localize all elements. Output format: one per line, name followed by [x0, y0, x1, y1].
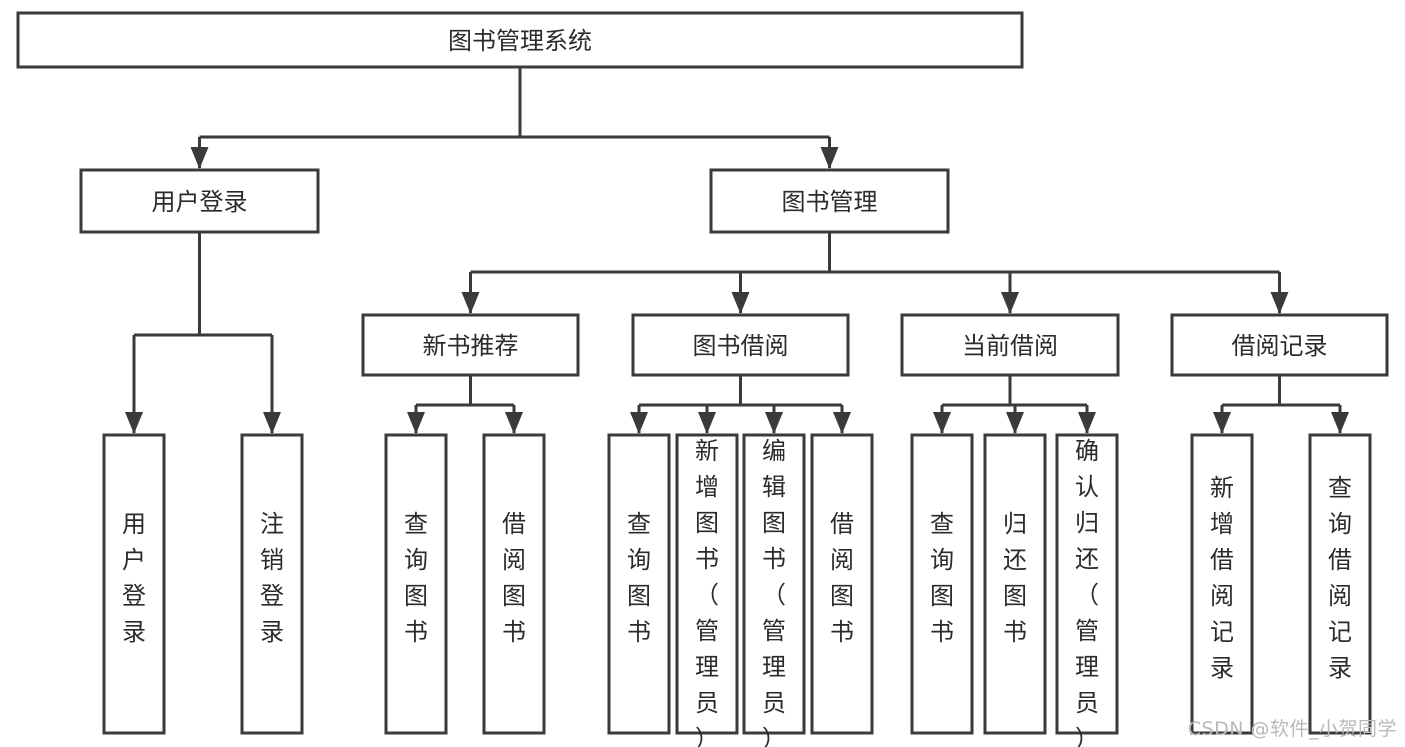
node-label-borrow: 图书借阅 [693, 332, 789, 360]
node-box-leaf-query-book-1[interactable] [384, 433, 448, 735]
node-box-leaf-borrow-book-1[interactable] [482, 433, 546, 735]
node-leaf-return-book[interactable]: 归还图书 [983, 433, 1047, 735]
node-records[interactable]: 借阅记录 [1170, 313, 1389, 377]
node-label-newbook: 新书推荐 [423, 332, 519, 360]
node-box-root[interactable] [16, 11, 1024, 69]
node-borrow[interactable]: 图书借阅 [631, 313, 850, 377]
node-box-leaf-user-login[interactable] [102, 433, 166, 735]
node-box-borrow[interactable] [631, 313, 850, 377]
node-box-leaf-edit-book[interactable] [742, 433, 806, 735]
node-leaf-query-book-1[interactable]: 查询图书 [384, 433, 448, 735]
node-box-newbook[interactable] [361, 313, 580, 377]
node-box-leaf-return-book[interactable] [983, 433, 1047, 735]
connectors-layer [125, 67, 1349, 434]
node-label-login: 用户登录 [152, 188, 248, 216]
node-label-leaf-add-record: 新增借阅记录 [1210, 474, 1234, 682]
node-box-leaf-add-book[interactable] [675, 433, 739, 735]
node-leaf-add-record[interactable]: 新增借阅记录 [1190, 433, 1254, 735]
node-leaf-query-book-2[interactable]: 查询图书 [607, 433, 671, 735]
node-label-leaf-return-book: 归还图书 [1003, 510, 1027, 646]
node-box-login[interactable] [79, 168, 320, 234]
node-leaf-edit-book[interactable]: 编辑图书（管理员） [742, 433, 806, 747]
nodes-layer: 图书管理系统用户登录图书管理新书推荐图书借阅当前借阅借阅记录用户登录注销登录查询… [16, 11, 1389, 747]
watermark-text: CSDN @软件_小贺同学 [1187, 718, 1397, 740]
node-label-leaf-borrow-book-2: 借阅图书 [830, 510, 854, 646]
node-label-leaf-query-book-3: 查询图书 [930, 510, 954, 646]
node-label-leaf-edit-book: 编辑图书（管理员） [762, 437, 786, 747]
node-label-root: 图书管理系统 [448, 27, 592, 55]
node-label-leaf-user-login: 用户登录 [122, 510, 146, 646]
node-leaf-borrow-book-1[interactable]: 借阅图书 [482, 433, 546, 735]
node-box-records[interactable] [1170, 313, 1389, 377]
node-box-leaf-add-record[interactable] [1190, 433, 1254, 735]
node-leaf-add-book[interactable]: 新增图书（管理员） [675, 433, 739, 747]
node-leaf-user-login[interactable]: 用户登录 [102, 433, 166, 735]
node-label-current: 当前借阅 [962, 332, 1058, 360]
node-login[interactable]: 用户登录 [79, 168, 320, 234]
node-box-leaf-confirm-return[interactable] [1055, 433, 1119, 735]
node-label-leaf-query-record: 查询借阅记录 [1328, 474, 1352, 682]
node-leaf-user-logout[interactable]: 注销登录 [240, 433, 304, 735]
node-current[interactable]: 当前借阅 [900, 313, 1120, 377]
node-leaf-confirm-return[interactable]: 确认归还（管理员） [1055, 433, 1119, 747]
node-label-leaf-add-book: 新增图书（管理员） [695, 437, 719, 747]
node-label-leaf-borrow-book-1: 借阅图书 [502, 510, 526, 646]
node-leaf-query-record[interactable]: 查询借阅记录 [1308, 433, 1372, 735]
node-box-leaf-borrow-book-2[interactable] [810, 433, 874, 735]
node-box-bookmgmt[interactable] [709, 168, 950, 234]
node-label-leaf-confirm-return: 确认归还（管理员） [1075, 437, 1099, 747]
node-label-bookmgmt: 图书管理 [782, 188, 878, 216]
node-label-leaf-user-logout: 注销登录 [260, 510, 284, 646]
node-root[interactable]: 图书管理系统 [16, 11, 1024, 69]
node-box-leaf-query-book-2[interactable] [607, 433, 671, 735]
node-label-leaf-query-book-1: 查询图书 [404, 510, 428, 646]
node-leaf-query-book-3[interactable]: 查询图书 [910, 433, 974, 735]
node-bookmgmt[interactable]: 图书管理 [709, 168, 950, 234]
node-label-records: 借阅记录 [1232, 332, 1328, 360]
node-box-leaf-query-record[interactable] [1308, 433, 1372, 735]
node-box-current[interactable] [900, 313, 1120, 377]
node-leaf-borrow-book-2[interactable]: 借阅图书 [810, 433, 874, 735]
node-label-leaf-query-book-2: 查询图书 [627, 510, 651, 646]
node-box-leaf-query-book-3[interactable] [910, 433, 974, 735]
node-box-leaf-user-logout[interactable] [240, 433, 304, 735]
node-newbook[interactable]: 新书推荐 [361, 313, 580, 377]
